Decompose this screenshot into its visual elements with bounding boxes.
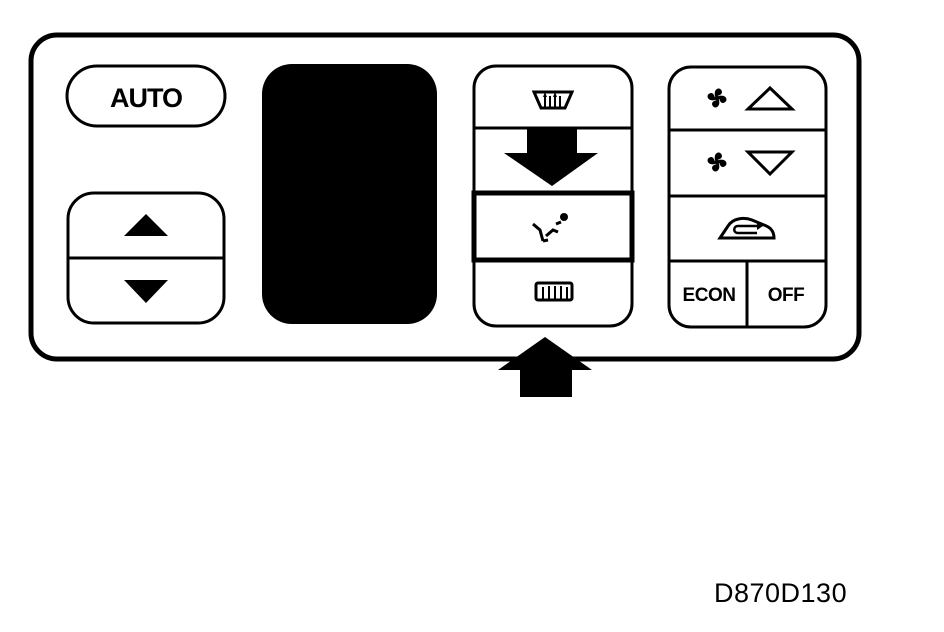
off-button-label: OFF xyxy=(768,285,805,306)
foot-face-vent-icon xyxy=(532,213,568,243)
rear-window-defrost-icon xyxy=(534,281,574,302)
up-arrow-callout xyxy=(498,337,592,397)
control-panel-frame xyxy=(28,32,862,362)
off-button[interactable]: OFF xyxy=(749,263,824,324)
fan-icon xyxy=(707,88,727,108)
fan-speed-down-button[interactable] xyxy=(671,132,824,194)
vent-mode-highlight xyxy=(471,190,635,263)
fan-column: ECON OFF xyxy=(667,65,828,329)
triangle-down-icon xyxy=(124,280,168,303)
auto-button-label: AUTO xyxy=(110,83,182,113)
auto-button[interactable]: AUTO xyxy=(65,64,227,128)
triangle-up-icon xyxy=(124,214,168,236)
recirculation-button[interactable] xyxy=(671,198,824,259)
front-defrost-button[interactable] xyxy=(476,68,630,126)
rear-defrost-button[interactable] xyxy=(476,262,630,324)
mode-column xyxy=(471,64,635,328)
econ-button-label: ECON xyxy=(683,285,736,306)
triangle-up-outline-icon xyxy=(744,85,796,111)
figure-code: D870D130 xyxy=(714,578,848,608)
econ-button[interactable]: ECON xyxy=(671,263,745,324)
windshield-defrost-icon xyxy=(531,90,575,110)
vent-mode-button[interactable] xyxy=(476,195,630,258)
fan-icon xyxy=(707,152,727,172)
triangle-down-outline-icon xyxy=(744,150,796,177)
car-recirculation-icon xyxy=(717,216,776,240)
temperature-control xyxy=(66,191,226,325)
fan-speed-up-button[interactable] xyxy=(671,69,824,128)
temperature-up-button[interactable] xyxy=(70,195,222,257)
temperature-down-button[interactable] xyxy=(70,259,222,321)
display-screen xyxy=(262,64,437,324)
down-arrow-callout xyxy=(504,128,598,186)
